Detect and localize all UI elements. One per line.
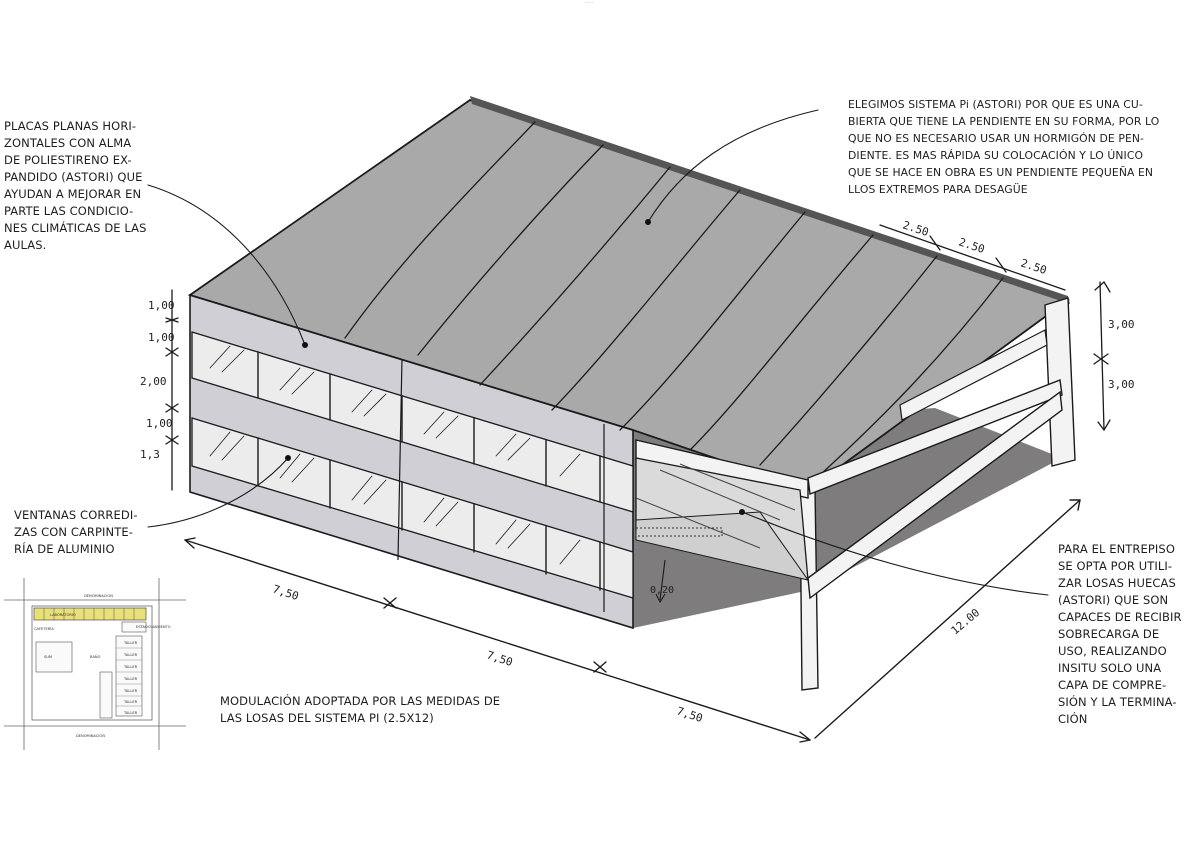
street-bottom-label: DENOMINACIÓN bbox=[76, 733, 105, 738]
note-line: AULAS. bbox=[4, 238, 47, 252]
note-line: PANDIDO (ASTORI) QUE bbox=[4, 170, 143, 184]
dim-bottom-1: 7,50 bbox=[271, 582, 300, 603]
dim-left-4: 1,00 bbox=[146, 417, 173, 430]
left-dimension-line bbox=[165, 289, 179, 491]
site-label: TALLER bbox=[123, 700, 138, 704]
note-sistema: ELEGIMOS SISTEMA Pi (ASTORI) POR QUE ES … bbox=[848, 96, 1159, 198]
note-entrepiso: PARA EL ENTREPISO SE OPTA POR UTILI- ZAR… bbox=[1058, 541, 1182, 728]
note-line: CIÓN bbox=[1058, 712, 1088, 726]
note-line: CAPA DE COMPRE- bbox=[1058, 678, 1167, 692]
note-line: ZONTALES CON ALMA bbox=[4, 136, 132, 150]
dim-depth: 12.00 bbox=[949, 606, 983, 637]
site-label: TALLER bbox=[123, 653, 138, 657]
top-mark: ····· bbox=[585, 0, 593, 6]
street-top-label: DENOMINACIÓN bbox=[84, 593, 113, 598]
note-line: PARTE LAS CONDICIO- bbox=[4, 204, 134, 218]
depth-dimension-line bbox=[814, 499, 1081, 739]
site-label: TALLER bbox=[123, 641, 138, 645]
leader-lines bbox=[147, 109, 1049, 596]
facade-joint bbox=[397, 357, 403, 561]
dim-bottom-3: 7,50 bbox=[675, 704, 704, 725]
note-line: DE POLIESTIRENO EX- bbox=[4, 153, 132, 167]
site-plan: DENOMINACIÓN DENOMINACIÓN LABORATORIO CA… bbox=[4, 578, 186, 750]
note-line: (ASTORI) QUE SON bbox=[1058, 593, 1169, 607]
slab-arrow bbox=[659, 559, 666, 601]
note-ventanas: VENTANAS CORREDI- ZAS CON CARPINTE- RÍA … bbox=[14, 507, 138, 558]
dim-left-3: 2,00 bbox=[140, 375, 167, 388]
site-label: TALLER bbox=[123, 711, 138, 715]
note-line: VENTANAS CORREDI- bbox=[14, 508, 138, 522]
site-label: BAÑO bbox=[90, 654, 101, 659]
frame-structure bbox=[635, 297, 1076, 691]
roof-joints bbox=[344, 121, 1004, 476]
note-line: SOBRECARGA DE bbox=[1058, 627, 1160, 641]
note-modulacion: MODULACIÓN ADOPTADA POR LAS MEDIDAS DE L… bbox=[220, 693, 500, 727]
note-line: ZAS CON CARPINTE- bbox=[14, 525, 133, 539]
note-line: AYUDAN A MEJORAR EN bbox=[4, 187, 142, 201]
site-label: TALLER bbox=[123, 689, 138, 693]
note-line: LLOS EXTREMOS PARA DESAGÜE bbox=[848, 183, 1028, 196]
right-dimension-line bbox=[1093, 281, 1111, 431]
window-band-upper bbox=[191, 331, 634, 513]
note-line: CAPACES DE RECIBIR bbox=[1058, 610, 1182, 624]
note-placas: PLACAS PLANAS HORI- ZONTALES CON ALMA DE… bbox=[4, 118, 147, 254]
note-line: MODULACIÓN ADOPTADA POR LAS MEDIDAS DE bbox=[220, 694, 501, 708]
window-mullions-upper bbox=[257, 351, 601, 503]
note-line: NES CLIMÁTICAS DE LAS bbox=[4, 221, 147, 235]
window-mullions-lower bbox=[257, 437, 601, 591]
note-line: BIERTA QUE TIENE LA PENDIENTE EN SU FORM… bbox=[848, 115, 1160, 128]
note-line: ELEGIMOS SISTEMA Pi (ASTORI) POR QUE ES … bbox=[848, 98, 1143, 111]
note-line: USO, REALIZANDO bbox=[1058, 644, 1167, 658]
note-line: SE OPTA POR UTILI- bbox=[1058, 559, 1173, 573]
leader-dot bbox=[285, 455, 291, 461]
roof-edge-back bbox=[470, 96, 1070, 304]
note-line: PARA EL ENTREPISO bbox=[1058, 542, 1175, 556]
site-label: TALLER bbox=[123, 677, 138, 681]
site-label: TALLER bbox=[123, 665, 138, 669]
leader-dot bbox=[302, 342, 308, 348]
dim-right-2: 3,00 bbox=[1108, 378, 1135, 391]
dim-top-3: 2.50 bbox=[1019, 256, 1048, 277]
dim-left-2: 1,00 bbox=[148, 331, 175, 344]
top-dimension-line bbox=[879, 224, 1066, 291]
leader-dot bbox=[739, 509, 745, 515]
note-line: QUE NO ES NECESARIO USAR UN HORMIGÓN DE … bbox=[848, 132, 1145, 145]
note-line: RÍA DE ALUMINIO bbox=[14, 542, 115, 556]
site-label: SUM bbox=[44, 655, 52, 659]
dim-left-1: 1,00 bbox=[148, 299, 175, 312]
site-label: CAFETERÍA bbox=[34, 626, 54, 631]
highlighted-building bbox=[33, 607, 147, 621]
note-line: QUE SE HACE EN OBRA ES UN PENDIENTE PEQU… bbox=[848, 166, 1154, 179]
note-line: SIÓN Y LA TERMINA- bbox=[1058, 695, 1177, 709]
glass-hatching bbox=[209, 345, 581, 565]
window-band-lower bbox=[191, 417, 634, 599]
note-line: DIENTE. ES MAS RÁPIDA SU COLOCACIÓN Y LO… bbox=[848, 149, 1144, 162]
site-label: ESTACIONAMIENTO bbox=[136, 625, 171, 629]
dim-top-1: 2.50 bbox=[901, 218, 930, 239]
dim-left-5: 1,3 bbox=[140, 448, 160, 461]
dim-bottom-2: 7,50 bbox=[485, 648, 514, 669]
note-line: INSITU SOLO UNA bbox=[1058, 661, 1162, 675]
site-label: LABORATORIO bbox=[50, 613, 76, 617]
dim-slab: 0,20 bbox=[650, 585, 674, 596]
leader-dot bbox=[645, 219, 651, 225]
dim-right-1: 3,00 bbox=[1108, 318, 1135, 331]
bottom-dimension-line bbox=[184, 537, 811, 743]
note-line: PLACAS PLANAS HORI- bbox=[4, 119, 137, 133]
note-line: ZAR LOSAS HUECAS bbox=[1058, 576, 1176, 590]
note-line: LAS LOSAS DEL SISTEMA PI (2.5X12) bbox=[220, 711, 434, 725]
